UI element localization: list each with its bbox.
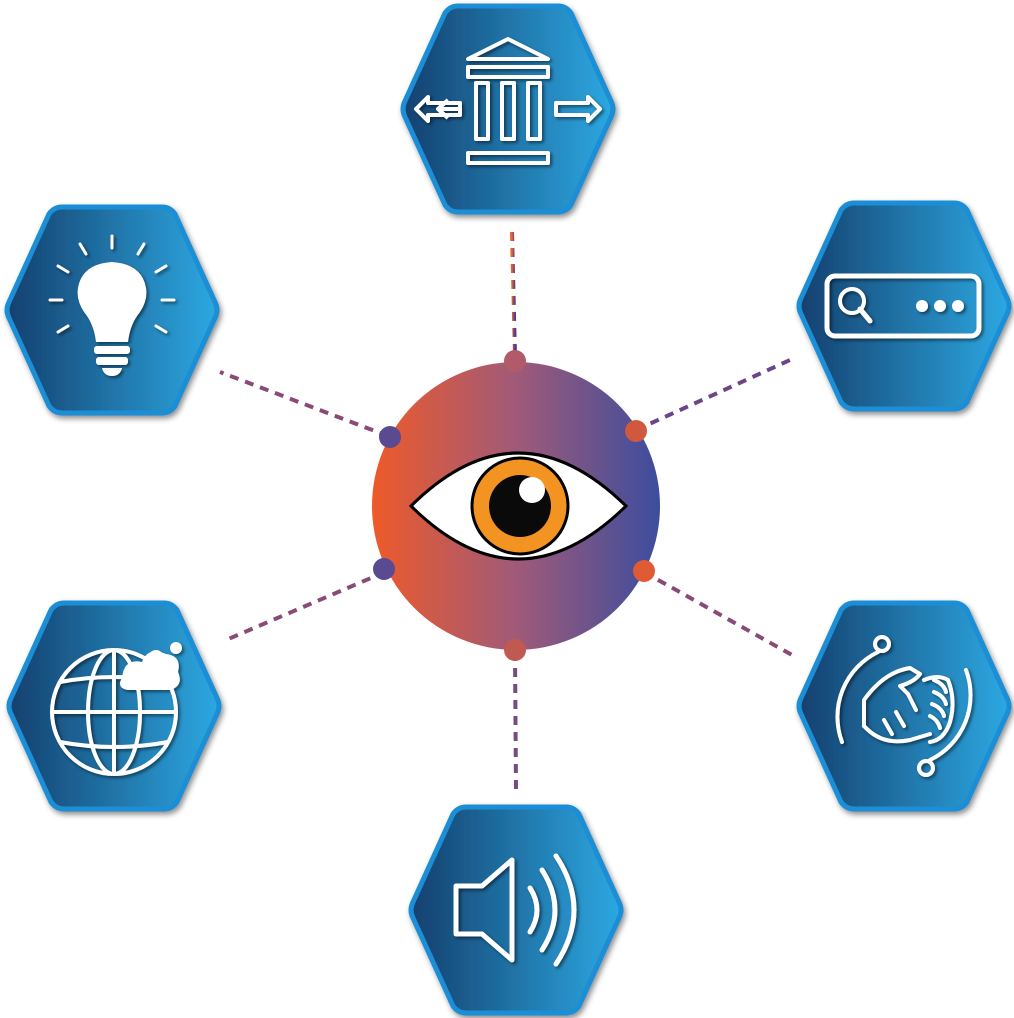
hex-shape xyxy=(796,600,1012,812)
hex-node-upper-right xyxy=(796,200,1012,412)
center-hub xyxy=(372,350,660,661)
connector-dot-upper-right xyxy=(625,420,647,442)
bank-transfer-icon xyxy=(414,37,602,165)
handshake-icon xyxy=(835,635,973,777)
connector-lines xyxy=(219,231,793,791)
connector-top xyxy=(510,231,517,357)
hex-shape xyxy=(408,804,624,1016)
connector-dot-upper-left xyxy=(379,426,401,448)
connector-dot-lower-left xyxy=(373,558,395,580)
connector-dot-bottom xyxy=(504,639,526,661)
connector-bottom xyxy=(513,651,518,791)
search-bar-icon xyxy=(824,273,982,339)
connector-lower-right xyxy=(643,570,793,657)
connector-dot-top xyxy=(504,350,526,372)
hex-node-bottom xyxy=(408,804,624,1016)
connector-lower-left xyxy=(225,570,386,642)
globe-icon xyxy=(50,642,182,776)
connector-upper-right xyxy=(635,358,791,432)
hex-node-top xyxy=(400,3,616,215)
speaker-icon xyxy=(453,853,577,967)
lightbulb-icon xyxy=(48,234,176,376)
hex-node-lower-left xyxy=(6,600,222,812)
hex-node-lower-right xyxy=(796,600,1012,812)
hex-shape xyxy=(400,3,616,215)
connector-dot-lower-right xyxy=(633,560,655,582)
hex-node-upper-left xyxy=(4,204,220,416)
connector-upper-left xyxy=(219,370,389,438)
hex-shape xyxy=(796,200,1012,412)
eye-icon xyxy=(408,451,629,561)
